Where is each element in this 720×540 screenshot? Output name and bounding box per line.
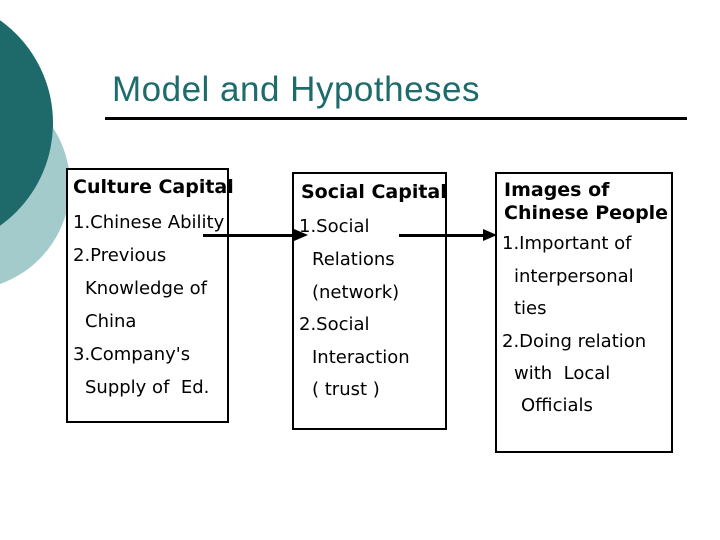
box-line: 2.Doing relation [502, 331, 647, 352]
box-line: interpersonal [514, 266, 634, 287]
box-line: Supply of Ed. [85, 377, 210, 398]
box-line: Relations [312, 249, 395, 270]
arrow-line [399, 234, 483, 237]
box-line: Interaction [312, 347, 410, 368]
box-line: Knowledge of [85, 278, 208, 299]
box-images-of-chinese-people: Images of Chinese People 1.Important of … [495, 172, 673, 453]
box-line: 2.Previous [73, 245, 167, 266]
box-line: with Local [514, 363, 611, 384]
box-culture-capital: Culture Capital 1.Chinese Ability 2.Prev… [66, 168, 234, 423]
box-line: China [85, 311, 137, 332]
box-header: Culture Capital [73, 176, 234, 198]
box-line: 2.Social [299, 314, 370, 335]
slide-title: Model and Hypotheses [112, 70, 480, 109]
box-header: Social Capital [301, 181, 447, 203]
box-line: 1.Social [299, 216, 370, 237]
box-line: Officials [521, 395, 593, 416]
title-underline [105, 117, 687, 120]
box-line: (network) [312, 282, 400, 303]
arrow-right-icon [483, 229, 497, 241]
box-line: 1.Chinese Ability [73, 212, 225, 233]
box-line: 1.Important of [502, 233, 632, 254]
box-header: Chinese People [504, 202, 669, 224]
box-line: ties [514, 298, 547, 319]
box-header: Images of [504, 179, 610, 201]
box-social-capital: Social Capital 1.Social Relations (netwo… [292, 172, 447, 430]
box-line: 3.Company's [73, 344, 191, 365]
arrow-right-icon [294, 229, 308, 241]
box-line: ( trust ) [312, 379, 380, 400]
arrow-line [203, 234, 294, 237]
